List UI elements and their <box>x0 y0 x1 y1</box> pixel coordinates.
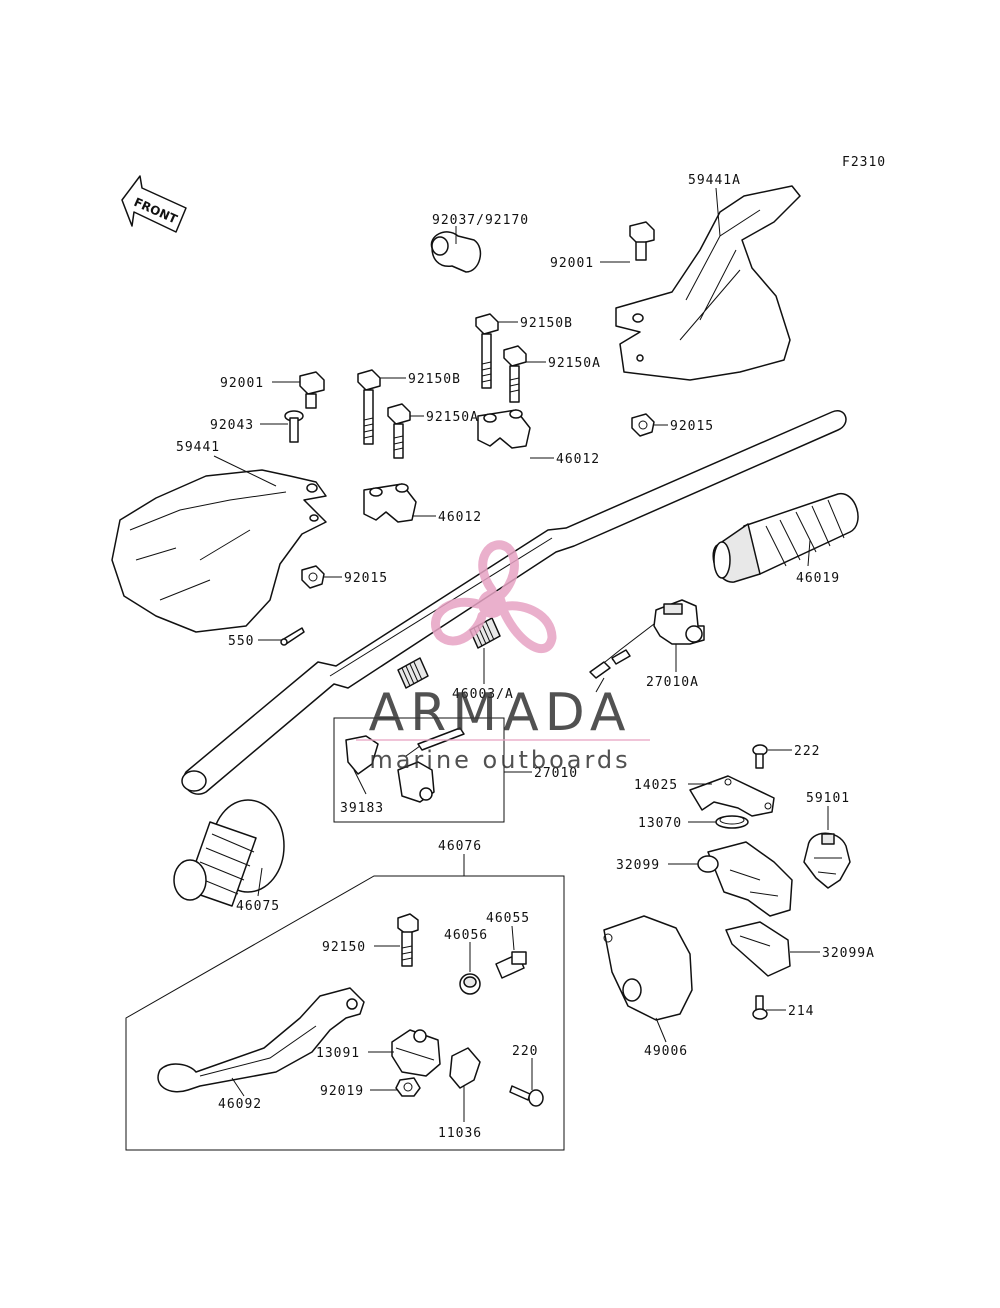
callout-46012-right: 46012 <box>556 452 600 467</box>
ring-13070 <box>715 815 749 829</box>
callout-46092: 46092 <box>218 1097 262 1112</box>
front-arrow-icon: FRONT <box>121 175 187 233</box>
callout-222: 222 <box>794 744 820 759</box>
callout-92019: 92019 <box>320 1084 364 1099</box>
callout-32099: 32099 <box>616 858 660 873</box>
callout-13070: 13070 <box>638 816 682 831</box>
leader-lines <box>213 187 829 1122</box>
housing-32099 <box>697 841 793 917</box>
nut-46056 <box>459 973 481 995</box>
bolt-92150B-right <box>475 313 499 389</box>
callout-labels: 59441A 92037/92170 92001 92150B 92150A 9… <box>176 173 875 1141</box>
callout-27010: 27010 <box>534 766 578 781</box>
callout-220: 220 <box>512 1044 538 1059</box>
bolt-92150 <box>397 913 419 967</box>
callout-214: 214 <box>788 1004 814 1019</box>
grip-46019-right <box>712 493 859 583</box>
switch-27010A <box>589 599 705 693</box>
callout-92150B-left: 92150B <box>408 372 461 387</box>
cover-14025 <box>689 775 775 817</box>
switch-27010 <box>345 727 465 803</box>
bolt-92001-left <box>299 371 325 409</box>
callout-92001-right: 92001 <box>550 256 594 271</box>
watermark: ARMADA marine outboards <box>356 540 650 774</box>
callout-92150A-left: 92150A <box>426 410 479 425</box>
watermark-subtitle: marine outboards <box>369 746 630 774</box>
callout-92001-left: 92001 <box>220 376 264 391</box>
lever-46092 <box>157 987 365 1093</box>
screw-214 <box>752 995 768 1020</box>
bolt-92001-right <box>629 221 655 261</box>
holder-13091 <box>391 1029 441 1077</box>
callout-27010A: 27010A <box>646 675 699 690</box>
callout-49006: 49006 <box>644 1044 688 1059</box>
callout-46056: 46056 <box>444 928 488 943</box>
callout-92150A-right: 92150A <box>548 356 601 371</box>
bolt-92150B-left <box>357 369 381 445</box>
callout-46012-left: 46012 <box>438 510 482 525</box>
callout-92150: 92150 <box>322 940 366 955</box>
clamp-46012-right <box>477 409 531 449</box>
grip-46075-left <box>173 799 285 907</box>
callout-550: 550 <box>228 634 254 649</box>
bolt-92150A-left <box>387 403 411 459</box>
callout-46003-A: 46003/A <box>452 687 514 702</box>
callout-46075: 46075 <box>236 899 280 914</box>
callout-46055: 46055 <box>486 911 530 926</box>
callout-46019: 46019 <box>796 571 840 586</box>
left-hand-guard <box>111 469 327 633</box>
bolt-92150A-right <box>503 345 527 403</box>
screw-220 <box>509 1085 544 1107</box>
callout-32099A: 32099A <box>822 946 875 961</box>
cover-59101 <box>803 832 851 889</box>
callout-92043: 92043 <box>210 418 254 433</box>
cotter-pin-550 <box>280 627 305 646</box>
screw-222 <box>752 744 768 769</box>
pin-92043 <box>284 410 304 443</box>
switch-27010-box <box>333 717 505 823</box>
housing-32099A <box>725 921 791 977</box>
figure-code: F2310 <box>842 155 886 170</box>
callout-39183: 39183 <box>340 801 384 816</box>
clamp-92037 <box>430 231 482 273</box>
lever-assembly-46076-box <box>125 875 565 1151</box>
handlebar <box>181 410 847 795</box>
clamp-11036 <box>449 1047 481 1089</box>
callout-92150B-right: 92150B <box>520 316 573 331</box>
right-hand-guard <box>615 185 801 381</box>
clamp-46012-left <box>363 483 417 523</box>
callout-11036: 11036 <box>438 1126 482 1141</box>
callout-13091: 13091 <box>316 1046 360 1061</box>
nut-92019 <box>395 1077 421 1097</box>
callout-92015-right: 92015 <box>670 419 714 434</box>
callout-14025: 14025 <box>634 778 678 793</box>
callout-46076: 46076 <box>438 839 482 854</box>
nut-92015-left <box>301 565 325 589</box>
adjuster-46055 <box>495 951 527 979</box>
watermark-title: ARMADA <box>369 683 632 743</box>
housing-49006 <box>603 915 693 1021</box>
callout-59441: 59441 <box>176 440 220 455</box>
callout-92015-left: 92015 <box>344 571 388 586</box>
callout-92037-92170: 92037/92170 <box>432 213 529 228</box>
nut-92015-right <box>631 413 655 437</box>
callout-59441A: 59441A <box>688 173 741 188</box>
propeller-logo-icon <box>431 540 557 653</box>
callout-59101: 59101 <box>806 791 850 806</box>
